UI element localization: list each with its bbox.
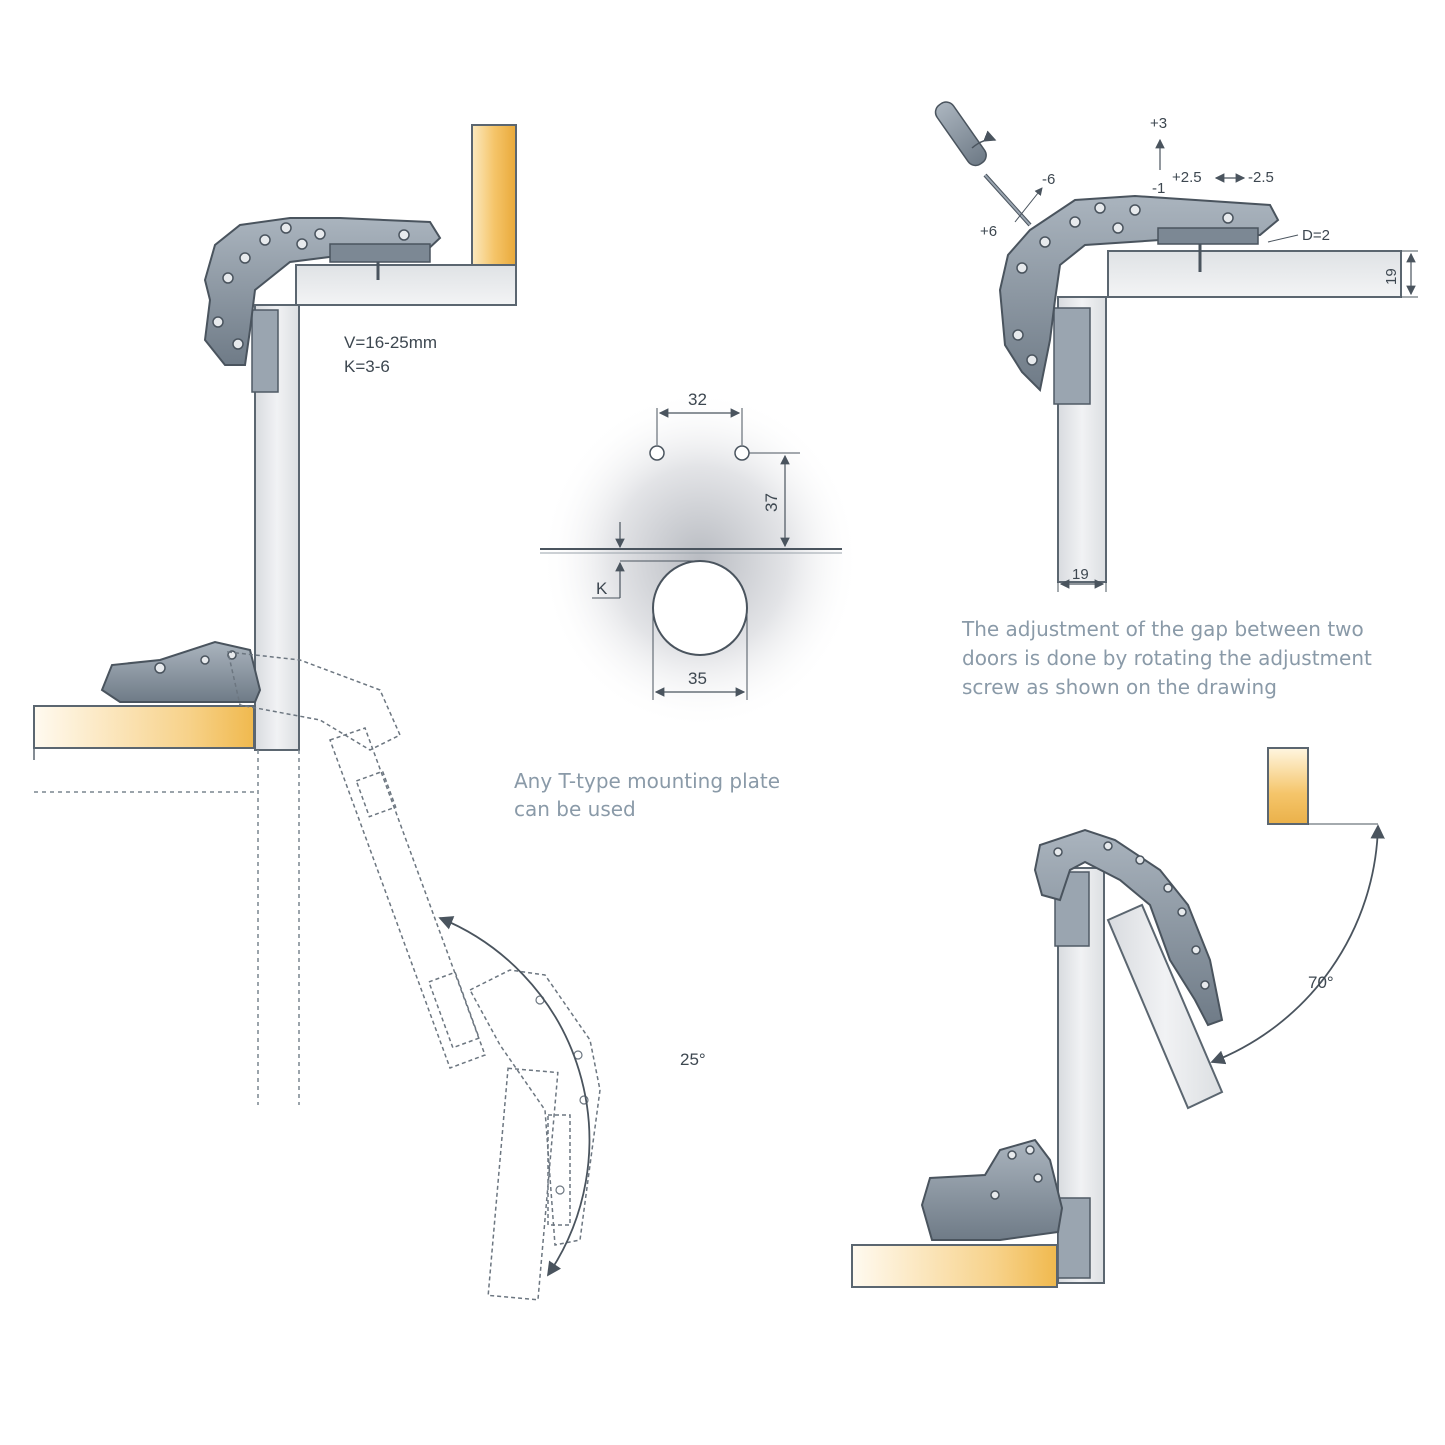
- cup-hole: [652, 560, 748, 656]
- drilling-pattern: 32 37 35 K: [540, 390, 860, 730]
- adj-label-minus1: -1: [1152, 180, 1165, 197]
- adj-label-minus25: -2.5: [1248, 169, 1274, 186]
- mounting-note-line1: Any T-type mounting plate: [514, 769, 780, 793]
- gap-note-line2: doors is done by rotating the adjustment: [962, 646, 1372, 670]
- br-bottom-hinge: [920, 1138, 1064, 1241]
- angle-arc-70: [1210, 824, 1385, 1065]
- dim-37-label: 37: [762, 493, 781, 512]
- mounting-note-line2: can be used: [514, 797, 636, 821]
- top-right-adjustment-assembly: +3 -1 +2.5 -2.5 -6 +6 D=2 19 19: [934, 101, 1418, 592]
- adj-label-plus6: +6: [980, 223, 997, 240]
- br-open-door: [1106, 903, 1224, 1110]
- dim-35-label: 35: [688, 669, 707, 688]
- br-bottom-wood-shelf: [851, 1244, 1058, 1288]
- dim-k-label: K: [596, 579, 608, 598]
- k-range-label: K=3-6: [344, 357, 390, 376]
- br-top-hinge: [1033, 828, 1224, 1027]
- bottom-wood-shelf: [33, 705, 255, 749]
- angle-label-70: 70°: [1308, 973, 1334, 992]
- gap-note-line3: screw as shown on the drawing: [962, 675, 1277, 699]
- bottom-right-opening-assembly: 70°: [851, 747, 1385, 1288]
- top-horizontal-panel: [295, 264, 517, 306]
- screw-hole-right: [734, 445, 750, 461]
- angle-arc-25: [438, 916, 591, 1277]
- adj-label-plus3: +3: [1150, 115, 1167, 132]
- screwdriver-icon: [934, 101, 1032, 227]
- mounting-plate-left: [251, 309, 279, 393]
- angle-label-25: 25°: [680, 1050, 706, 1069]
- left-bottom-hinge: [100, 640, 262, 703]
- tr-mounting-plate: [1053, 307, 1091, 405]
- v-range-label: V=16-25mm: [344, 333, 437, 352]
- gap-note-line1: The adjustment of the gap between two: [961, 617, 1364, 641]
- adj-label-minus6: -6: [1042, 171, 1055, 188]
- br-top-wood-side: [1267, 747, 1309, 825]
- dim-19-bottom-label: 19: [1072, 566, 1089, 583]
- top-cabinet-side: [471, 124, 517, 266]
- br-mounting-plate-bottom: [1057, 1197, 1091, 1279]
- dim-32-label: 32: [688, 390, 707, 409]
- screw-hole-left: [649, 445, 665, 461]
- adj-label-d2: D=2: [1302, 227, 1330, 244]
- tr-horizontal-panel: [1107, 250, 1402, 298]
- left-top-hinge-cup: [329, 243, 431, 263]
- dim-19-right-label: 19: [1383, 268, 1400, 285]
- left-hinge-assembly: 25° V=16-25mm K=3-6: [33, 124, 706, 1301]
- left-top-hinge-rivets: [212, 222, 410, 350]
- adj-label-plus25: +2.5: [1172, 169, 1202, 186]
